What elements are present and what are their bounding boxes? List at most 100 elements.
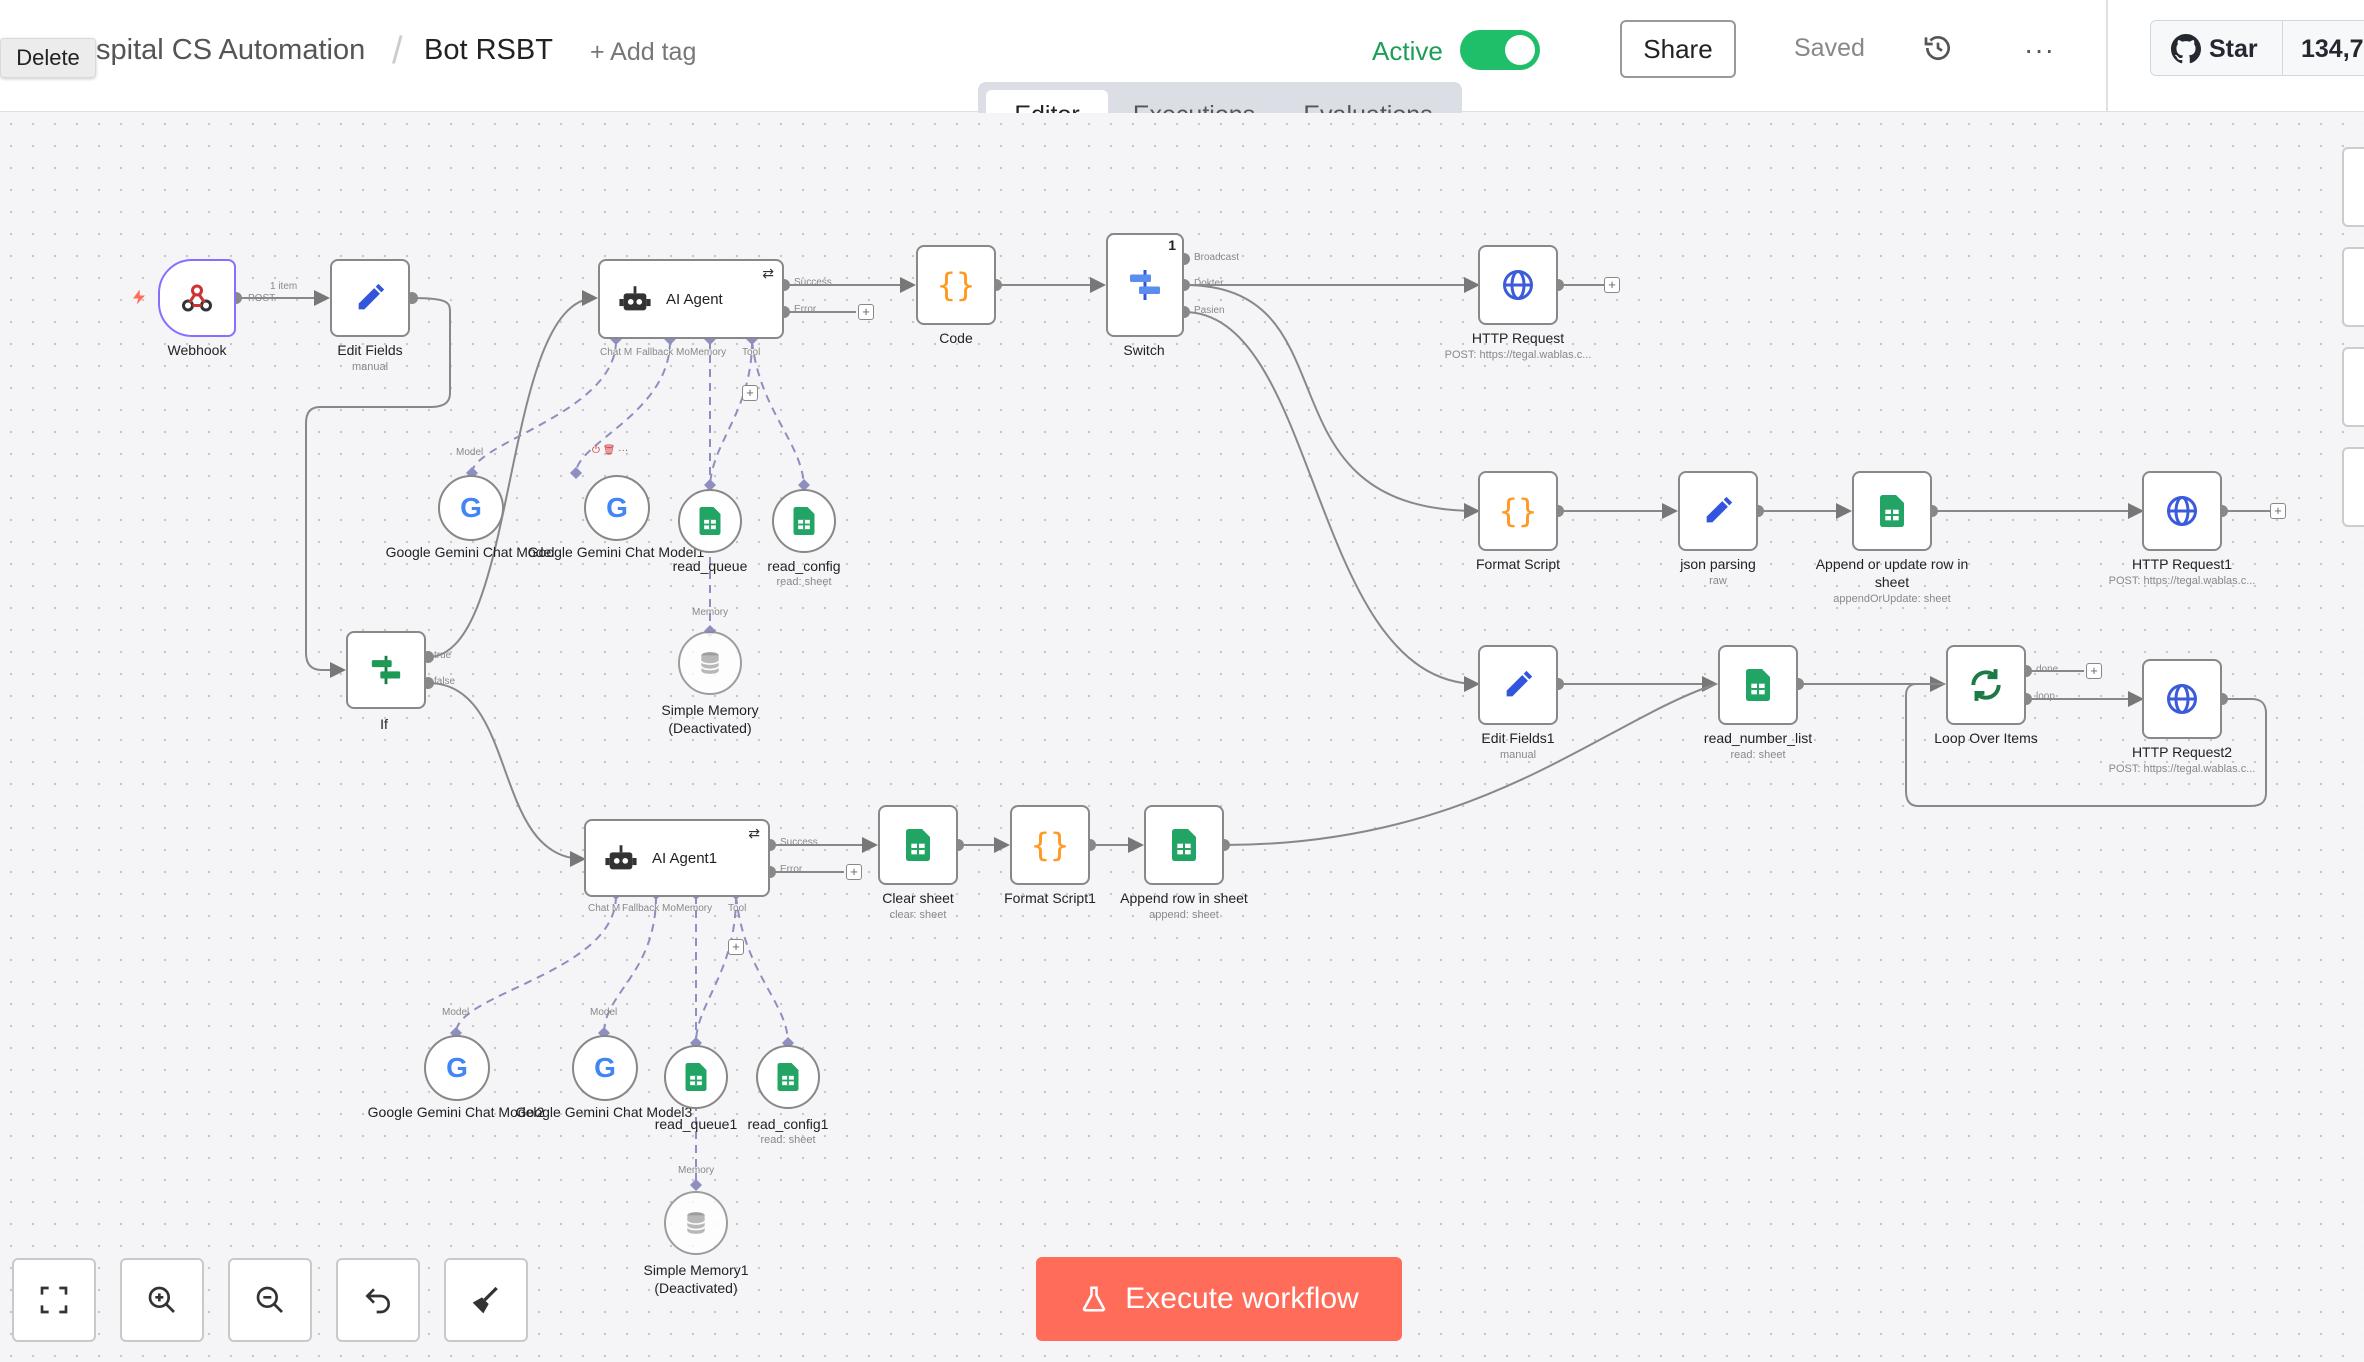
node-read-config[interactable] — [772, 489, 836, 553]
node-code[interactable]: {} — [916, 245, 996, 325]
add-node-plus[interactable]: + — [2086, 663, 2102, 679]
undo-button[interactable] — [336, 1258, 420, 1342]
github-icon — [2171, 34, 2201, 64]
zoom-out-button[interactable] — [228, 1258, 312, 1342]
node-json-parsing[interactable] — [1678, 471, 1758, 551]
database-icon — [686, 1212, 706, 1234]
node-append-row[interactable] — [1144, 805, 1224, 885]
google-sheets-icon — [777, 1063, 799, 1091]
output-pasien: Pasien — [1194, 305, 1225, 316]
node-edit-fields1[interactable] — [1478, 645, 1558, 725]
github-star-label: Star — [2209, 34, 2258, 63]
active-toggle[interactable] — [1460, 30, 1540, 70]
github-star-widget[interactable]: Star 134,7 — [2150, 20, 2364, 76]
node-simple-memory[interactable] — [678, 631, 742, 695]
switch-icon — [1130, 270, 1160, 300]
node-loop-over-items[interactable] — [1946, 645, 2026, 725]
node-http-request1[interactable] — [2142, 471, 2222, 551]
node-label: read_queue1 — [654, 1116, 738, 1132]
node-read-config1[interactable] — [756, 1045, 820, 1109]
node-switch[interactable]: 1 — [1106, 233, 1184, 337]
add-node-plus[interactable]: + — [858, 304, 874, 320]
port-tool: Tool — [742, 347, 761, 358]
output-done: done — [2036, 664, 2059, 675]
workflow-name[interactable]: Bot RSBT — [424, 34, 553, 66]
node-gemini-chat-model3[interactable]: G — [572, 1035, 638, 1101]
add-node-plus[interactable]: + — [846, 864, 862, 880]
add-tag-button[interactable]: + Add tag — [590, 38, 697, 66]
fullscreen-icon — [40, 1286, 68, 1314]
node-clear-sheet[interactable] — [878, 805, 958, 885]
node-gemini-chat-model1[interactable]: G — [584, 475, 650, 541]
workflow-canvas[interactable]: Webhook 1 item POST Edit Fields manual A… — [0, 113, 2364, 1362]
node-subtitle: read: sheet — [1730, 749, 1786, 761]
globe-icon — [2167, 496, 2197, 526]
github-star-button[interactable]: Star — [2151, 21, 2283, 75]
add-node-plus[interactable]: + — [2270, 503, 2286, 519]
node-http-request[interactable] — [1478, 245, 1558, 325]
breadcrumb-project[interactable]: spital CS Automation — [96, 34, 366, 66]
node-read-queue1[interactable] — [664, 1045, 728, 1109]
google-sheets-icon — [1746, 669, 1770, 701]
node-label: Google Gemini Chat Model2 — [367, 1104, 545, 1120]
zoom-in-icon — [148, 1286, 175, 1313]
trigger-bolt-icon — [133, 289, 145, 305]
fit-view-button[interactable] — [12, 1258, 96, 1342]
retry-icon: ⇄ — [762, 265, 774, 281]
tidy-up-button[interactable] — [444, 1258, 528, 1342]
node-gemini-chat-model2[interactable]: G — [424, 1035, 490, 1101]
add-tool-plus[interactable]: + — [742, 385, 758, 401]
node-webhook[interactable] — [158, 259, 236, 337]
port-fallback-model: Fallback Mo — [622, 903, 676, 914]
execute-workflow-button[interactable]: Execute workflow — [1036, 1257, 1402, 1341]
node-label: Append row in sheet — [1120, 890, 1248, 906]
breadcrumb-separator: / — [392, 30, 403, 72]
side-panel-button[interactable] — [2342, 447, 2364, 527]
switch-badge: 1 — [1168, 237, 1176, 253]
node-label: Format Script — [1475, 556, 1560, 572]
node-if[interactable] — [346, 631, 426, 709]
node-subtitle: POST: https://tegal.wablas.c... — [2108, 763, 2256, 775]
node-gemini-chat-model[interactable]: G — [438, 475, 504, 541]
edge-item-count: 1 item — [270, 281, 298, 292]
google-icon: G — [594, 1052, 616, 1083]
side-panel-button[interactable] — [2342, 147, 2364, 227]
more-options-icon[interactable]: ··· — [2024, 34, 2055, 65]
side-panel-button[interactable] — [2342, 347, 2364, 427]
output-true: true — [434, 650, 452, 661]
add-tool-plus[interactable]: + — [728, 939, 744, 955]
node-read-number-list[interactable] — [1718, 645, 1798, 725]
node-label: read_config1 — [747, 1116, 829, 1132]
node-toolbar-icons[interactable]: ⏻ 🗑 ··· — [592, 445, 629, 456]
node-format-script[interactable]: {} — [1478, 471, 1558, 551]
robot-icon — [605, 845, 637, 870]
node-ai-agent1[interactable]: AI Agent1 ⇄ — [584, 819, 770, 897]
code-braces-icon: {} — [1498, 492, 1538, 530]
node-label: Webhook — [167, 342, 227, 358]
node-label: Google Gemini Chat Model — [385, 544, 555, 560]
port-chat-model: Chat M — [600, 347, 633, 358]
node-label: AI Agent1 — [652, 849, 718, 867]
node-append-or-update-row[interactable] — [1852, 471, 1932, 551]
add-node-plus[interactable]: + — [1604, 277, 1620, 293]
toggle-knob — [1505, 35, 1535, 65]
history-icon[interactable] — [1922, 32, 1954, 64]
side-panel-button[interactable] — [2342, 247, 2364, 327]
share-button[interactable]: Share — [1620, 20, 1736, 78]
node-read-queue[interactable] — [678, 489, 742, 553]
google-sheets-icon — [1172, 829, 1196, 861]
node-format-script1[interactable]: {} — [1010, 805, 1090, 885]
node-edit-fields[interactable] — [330, 259, 410, 337]
zoom-in-button[interactable] — [120, 1258, 204, 1342]
node-label: HTTP Request1 — [2131, 556, 2233, 572]
port-model: Model — [590, 1007, 618, 1018]
node-ai-agent[interactable]: AI Agent ⇄ — [598, 259, 784, 339]
node-subtitle: append: sheet — [1149, 909, 1219, 921]
port-memory: Memory — [692, 607, 729, 618]
node-http-request2[interactable] — [2142, 659, 2222, 739]
node-simple-memory1[interactable] — [664, 1191, 728, 1255]
node-label: Simple Memory1 (Deactivated) — [643, 1262, 749, 1297]
node-subtitle: POST: https://tegal.wablas.c... — [2108, 575, 2256, 587]
database-icon — [700, 652, 720, 674]
